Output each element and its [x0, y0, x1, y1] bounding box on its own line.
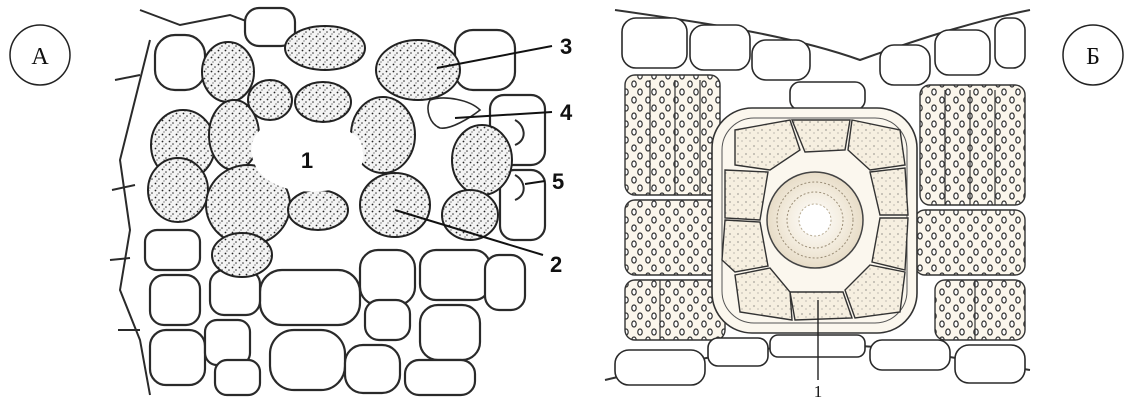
parenchyma-cell: [345, 345, 400, 393]
intercellular-space: [428, 98, 480, 128]
kranz-cell-1: [790, 292, 852, 320]
label-3: 3: [560, 34, 572, 59]
panel-b-drawing: 1: [605, 10, 1030, 401]
parenchyma-cell: [205, 320, 250, 365]
sheath-cell: [202, 42, 254, 102]
parenchyma-cell: [270, 330, 345, 390]
label-4: 4: [560, 100, 573, 125]
parenchyma-cell: [260, 270, 360, 325]
parenchyma-cell: [360, 250, 415, 305]
panel-a-letter-text: А: [31, 44, 49, 70]
parenchyma-cell: [485, 255, 525, 310]
sheath-cell: [452, 125, 512, 195]
parenchyma-cell: [215, 360, 260, 395]
epidermis-cell: [880, 45, 930, 85]
parenchyma-cell: [405, 360, 475, 395]
epidermis-cell: [690, 25, 750, 70]
parenchyma-cell: [420, 305, 480, 360]
sheath-cell-2: [360, 173, 430, 237]
label-5: 5: [552, 169, 564, 194]
label-b-1: 1: [814, 382, 823, 401]
sheath-cell: [148, 158, 208, 222]
epidermis-cell: [870, 340, 950, 370]
epidermis-cell: [615, 350, 705, 385]
parenchyma-cell: [365, 300, 410, 340]
panel-b-letter-text: Б: [1086, 44, 1100, 70]
parenchyma-cell: [150, 330, 205, 385]
panel-b-mesophyll-right: [915, 85, 1025, 340]
kranz-cell: [725, 170, 768, 220]
panel-b-mesophyll-left: [625, 75, 725, 340]
epidermis-cell: [995, 18, 1025, 68]
label-2: 2: [550, 252, 562, 277]
mesophyll-cell: [915, 210, 1025, 275]
panel-b-letter: Б: [1063, 25, 1123, 85]
sheath-cell: [209, 100, 259, 170]
mesophyll-cell: [935, 280, 1025, 340]
parenchyma-cell: [155, 35, 205, 90]
parenchyma-cell: [145, 230, 200, 270]
epidermis-cell: [790, 82, 865, 110]
kranz-cell: [722, 220, 768, 272]
sheath-cell: [212, 233, 272, 277]
epidermis-cell: [708, 338, 768, 366]
sheath-cell: [285, 26, 365, 70]
parenchyma-cell: [455, 30, 515, 90]
mesophyll-cell: [920, 85, 1025, 205]
parenchyma-cell: [420, 250, 490, 300]
sheath-cell: [288, 190, 348, 230]
mesophyll-cell: [625, 75, 720, 195]
parenchyma-cell: [150, 275, 200, 325]
epidermis-cell: [935, 30, 990, 75]
epidermis-cell: [955, 345, 1025, 383]
panel-a-drawing: 1 3 4 5 2: [110, 8, 573, 395]
sheath-cell: [295, 82, 351, 122]
sheath-cell-3: [376, 40, 460, 100]
mesophyll-cell: [625, 200, 720, 275]
mesophyll-cell: [625, 280, 725, 340]
panel-a-letter: А: [10, 25, 70, 85]
label-1: 1: [301, 148, 313, 173]
epidermis-cell: [752, 40, 810, 80]
epidermis-cell: [622, 18, 687, 68]
